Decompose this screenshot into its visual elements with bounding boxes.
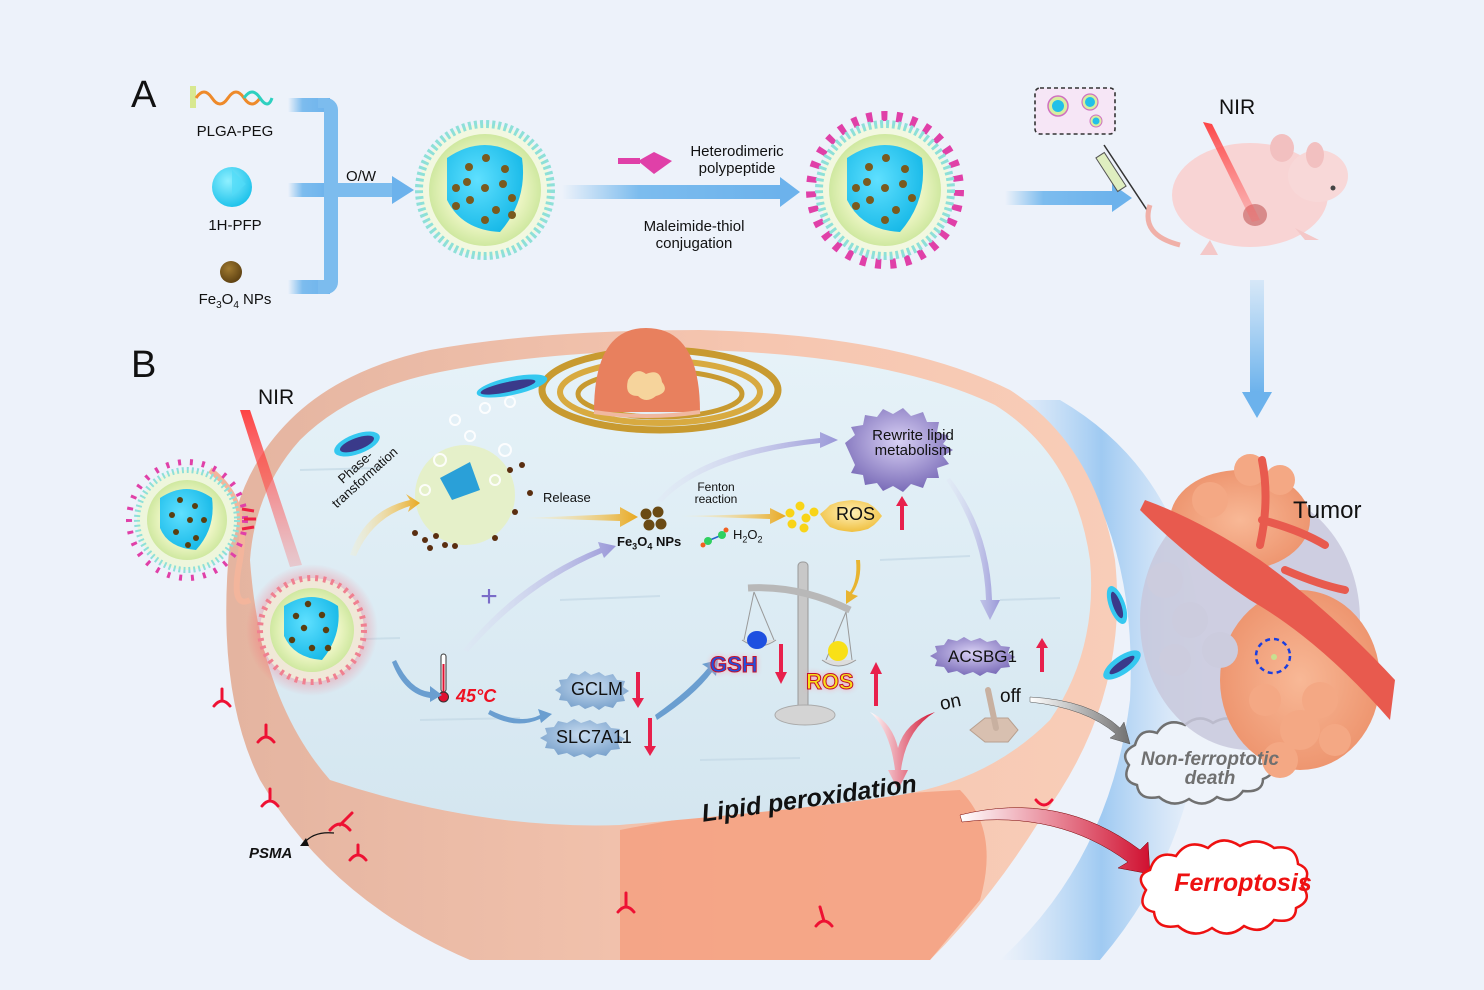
mitochondrion-icon bbox=[1103, 650, 1141, 680]
nanodroplet-plain-icon bbox=[415, 120, 555, 260]
fe3o4-nps-label: Fe3O4 NPs bbox=[617, 534, 682, 552]
ros-label: ROS bbox=[836, 504, 876, 524]
psma-receptor-icon bbox=[616, 891, 636, 914]
mouse-to-tumor-arrow bbox=[1242, 280, 1272, 418]
heat-to-fe-arrow bbox=[463, 542, 616, 652]
tumor-icon bbox=[1140, 454, 1395, 778]
switch-on-label: on bbox=[937, 690, 963, 715]
ros-to-balance-arrow bbox=[846, 560, 861, 604]
plga-peg-label: PLGA-PEG bbox=[196, 123, 274, 140]
plus-sign: + bbox=[480, 580, 498, 613]
psma-receptor-icon bbox=[256, 723, 276, 744]
temperature-label: 45°C bbox=[456, 686, 497, 706]
release-arrow bbox=[525, 507, 638, 527]
nir-laser-beam-cell bbox=[240, 410, 302, 567]
to-lipid-peroxidation-arrow bbox=[870, 712, 935, 790]
psma-receptor-icon bbox=[328, 811, 354, 832]
mouse-icon bbox=[1145, 134, 1348, 255]
fe3o4-cluster-icon bbox=[640, 506, 667, 531]
phase-transformation-arrow bbox=[350, 494, 420, 556]
bursting-nanodroplet-icon bbox=[412, 396, 533, 551]
thermometer-icon bbox=[438, 653, 449, 703]
on-off-switch-icon bbox=[969, 687, 1019, 743]
fe-to-rewrite-arrow bbox=[657, 432, 838, 502]
ros-badge-shape bbox=[820, 500, 882, 532]
fe3o4-label: Fe3O4 NPs bbox=[198, 291, 272, 311]
psma-receptor-icon bbox=[260, 787, 280, 808]
nucleus-icon bbox=[593, 328, 701, 418]
pfp-label: 1H-PFP bbox=[208, 217, 262, 234]
targeted-nanodroplet-icon bbox=[126, 459, 256, 581]
rewrite-to-acsbg1-arrow bbox=[946, 478, 1000, 620]
ferroptosis-label: Ferroptosis bbox=[1174, 869, 1312, 897]
slc7a11-down-arrow-icon bbox=[644, 718, 656, 756]
rewrite-badge-shape bbox=[845, 408, 953, 492]
merge-flow-arrow bbox=[288, 98, 414, 294]
lipid-peroxidation-zone bbox=[620, 790, 987, 960]
ferroptosis-cloud bbox=[1139, 839, 1309, 935]
ros-up-arrow-icon bbox=[896, 496, 908, 530]
fenton-arrow bbox=[680, 508, 786, 524]
polypeptide-icon bbox=[618, 152, 672, 174]
psma-label: PSMA bbox=[249, 845, 293, 862]
panel-b-letter: B bbox=[131, 344, 157, 386]
h2o2-molecule-icon bbox=[700, 527, 729, 548]
nir-label-cell: NIR bbox=[258, 386, 295, 409]
acsbg1-badge-shape bbox=[930, 637, 1015, 676]
psma-receptor-icon bbox=[1034, 798, 1054, 807]
heat-to-gclm-arrow bbox=[488, 709, 552, 724]
slc7a11-badge-shape bbox=[540, 719, 625, 758]
psma-receptors bbox=[212, 687, 1054, 928]
nanodroplet-peptide-icon bbox=[806, 111, 964, 269]
pfp-droplet-icon bbox=[212, 167, 252, 207]
slc-to-gsh-arrow bbox=[655, 660, 718, 720]
balance-scale-icon bbox=[741, 561, 857, 726]
membrane-indentation bbox=[208, 467, 252, 605]
gclm-badge-shape bbox=[555, 671, 629, 710]
nir-label-mouse: NIR bbox=[1219, 96, 1256, 119]
conjugation-arrow bbox=[562, 177, 800, 207]
ros-balance-up-arrow-icon bbox=[870, 662, 882, 706]
syringe-icon bbox=[1095, 144, 1148, 211]
plga-peg-icon bbox=[190, 86, 274, 108]
mitochondrion-icon bbox=[334, 431, 380, 457]
h2o2-label: H2O2 bbox=[733, 527, 763, 545]
switch-off-label: off bbox=[1000, 686, 1021, 707]
gsh-label: GSH bbox=[710, 652, 759, 678]
release-label: Release bbox=[543, 490, 591, 505]
acsbg1-label: ACSBG1 bbox=[948, 647, 1017, 666]
np-to-heat-arrow bbox=[392, 660, 442, 702]
panel-a-letter: A bbox=[131, 74, 157, 116]
tumor-label: Tumor bbox=[1293, 497, 1362, 524]
acsbg1-up-arrow-icon bbox=[1036, 638, 1048, 672]
nir-laser-beam-mouse bbox=[1203, 122, 1260, 222]
psma-receptor-icon bbox=[212, 687, 232, 708]
off-to-nonferroptotic-arrow bbox=[1029, 696, 1131, 745]
mitochondrion-icon bbox=[476, 374, 548, 398]
mitochondrion-icon bbox=[1106, 586, 1128, 624]
gclm-label: GCLM bbox=[571, 679, 624, 699]
syringe-callout-icon bbox=[1034, 87, 1116, 135]
gclm-down-arrow-icon bbox=[632, 672, 644, 708]
membrane-glow bbox=[1000, 400, 1203, 960]
psma-receptor-icon bbox=[348, 843, 368, 862]
iron-oxide-nanoparticle-icon bbox=[220, 261, 242, 283]
slc7a11-label: SLC7A11 bbox=[556, 727, 632, 747]
ros-particles-icon bbox=[785, 501, 819, 533]
psma-receptor-icon bbox=[814, 905, 834, 928]
injection-arrow bbox=[1005, 184, 1132, 212]
ow-emulsion-label: O/W bbox=[346, 168, 376, 185]
heated-nanodroplet-icon bbox=[246, 564, 378, 696]
gsh-down-arrow-icon bbox=[775, 644, 787, 684]
ros-balance-label: ROS bbox=[806, 669, 855, 695]
